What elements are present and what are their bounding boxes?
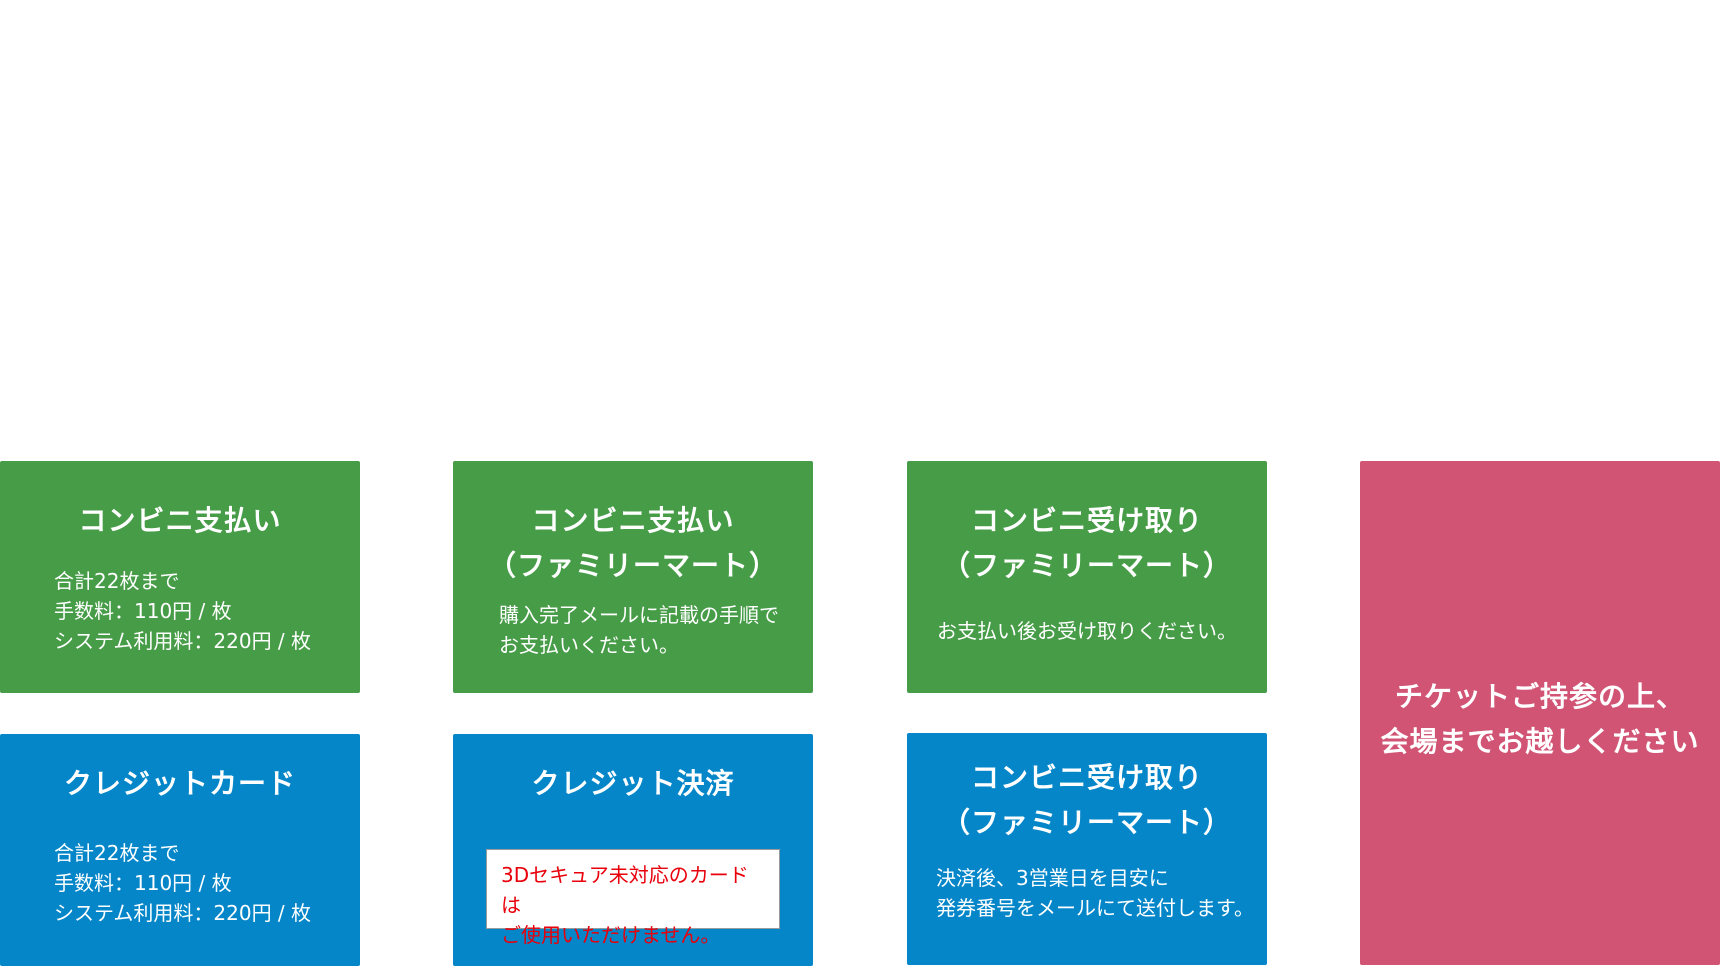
card-title-line1: コンビニ受け取り (970, 504, 1203, 537)
card-title-line1: コンビニ受け取り (970, 761, 1203, 794)
credit-card-card: クレジットカード 合計22枚まで 手数料：110円 / 枚 システム利用料：22… (0, 734, 360, 966)
3d-secure-warning: 3Dセキュア未対応のカードは ご使用いただけません。 (486, 849, 780, 947)
final-line1: チケットご持参の上、 (1394, 680, 1685, 713)
card-details: 合計22枚まで 手数料：110円 / 枚 システム利用料：220円 / 枚 (54, 569, 312, 653)
card-title-line2: （ファミリーマート） (941, 549, 1232, 582)
convenience-pickup-familymart-credit-card: コンビニ受け取り （ファミリーマート） 決済後、3営業日を目安に 発券番号をメー… (907, 733, 1267, 965)
bring-ticket-card: チケットご持参の上、 会場までお越しください (1360, 461, 1720, 965)
final-line2: 会場までお越しください (1380, 725, 1700, 758)
convenience-pickup-familymart-card: コンビニ受け取り （ファミリーマート） お支払い後お受け取りください。 (907, 461, 1267, 693)
card-details: 合計22枚まで 手数料：110円 / 枚 システム利用料：220円 / 枚 (54, 841, 312, 925)
convenience-payment-card: コンビニ支払い 合計22枚まで 手数料：110円 / 枚 システム利用料：220… (0, 461, 360, 693)
card-title: コンビニ支払い (78, 504, 282, 537)
card-title-line2: （ファミリーマート） (487, 549, 778, 582)
convenience-payment-familymart-card: コンビニ支払い （ファミリーマート） 購入完了メールに記載の手順で お支払いくだ… (453, 461, 813, 693)
card-title: クレジット決済 (531, 767, 735, 800)
credit-settlement-card: クレジット決済 3Dセキュア未対応のカードは ご使用いただけません。 (453, 734, 813, 966)
card-title-line1: コンビニ支払い (531, 504, 735, 537)
card-title: クレジットカード (63, 767, 296, 800)
card-details: 購入完了メールに記載の手順で お支払いください。 (499, 603, 779, 657)
card-details: 決済後、3営業日を目安に 発券番号をメールにて送付します。 (936, 866, 1254, 920)
card-title-line2: （ファミリーマート） (941, 806, 1232, 839)
card-details: お支払い後お受け取りください。 (937, 619, 1237, 643)
